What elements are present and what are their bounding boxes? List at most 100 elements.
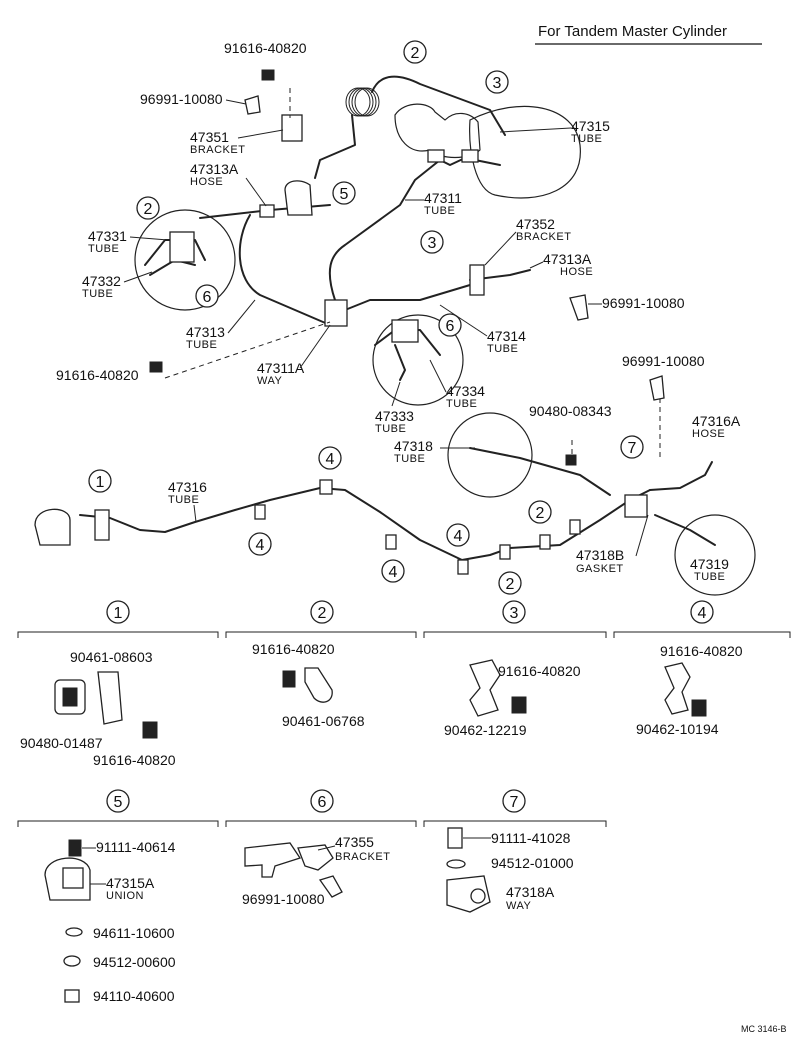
detail-7: 91111-41028 94512-01000 47318A WAY xyxy=(446,827,574,913)
svg-text:TUBE: TUBE xyxy=(82,288,113,300)
rear-right-wheel-detail xyxy=(674,514,756,596)
svg-text:7: 7 xyxy=(628,440,637,457)
bolt-90480-lower xyxy=(565,454,577,466)
clamp-2-lower-c xyxy=(569,519,581,535)
diagram-title: For Tandem Master Cylinder xyxy=(538,23,727,40)
svg-text:91616-40820: 91616-40820 xyxy=(660,643,743,659)
tube-47334-path xyxy=(394,344,406,381)
svg-text:4: 4 xyxy=(698,605,707,622)
svg-text:96991-10080: 96991-10080 xyxy=(140,91,223,107)
svg-text:TUBE: TUBE xyxy=(571,133,602,145)
brake-booster-outline xyxy=(469,105,581,199)
clamp-4-a xyxy=(319,479,333,495)
bolt-91616-left xyxy=(149,361,163,373)
svg-text:47318: 47318 xyxy=(394,438,433,454)
svg-text:47313: 47313 xyxy=(186,324,225,340)
clamp-90462-12219 xyxy=(469,659,501,717)
middle-wheel-detail xyxy=(372,314,464,406)
svg-text:47316A: 47316A xyxy=(692,413,741,429)
left-wheel-bracket xyxy=(169,231,195,263)
tube-47316-path xyxy=(79,487,651,561)
svg-text:4: 4 xyxy=(326,451,335,468)
svg-text:BRACKET: BRACKET xyxy=(516,231,571,243)
svg-text:BRACKET: BRACKET xyxy=(190,144,245,156)
svg-text:2: 2 xyxy=(144,201,153,218)
clamp-4-c xyxy=(385,534,397,550)
svg-text:90480-01487: 90480-01487 xyxy=(20,735,103,751)
svg-text:4: 4 xyxy=(389,564,398,581)
svg-text:7: 7 xyxy=(510,794,519,811)
svg-text:47318B: 47318B xyxy=(576,547,624,563)
tube-coil xyxy=(345,87,380,117)
master-fitting-b xyxy=(461,149,479,163)
svg-text:HOSE: HOSE xyxy=(692,428,725,440)
svg-text:TUBE: TUBE xyxy=(487,343,518,355)
clamp-90461-06768 xyxy=(304,667,333,703)
svg-text:94512-01000: 94512-01000 xyxy=(491,855,574,871)
upper-labels: 91616-40820 96991-10080 47351 BRACKET 47… xyxy=(56,40,741,583)
svg-text:47351: 47351 xyxy=(190,129,229,145)
svg-text:HOSE: HOSE xyxy=(190,176,223,188)
svg-text:90462-12219: 90462-12219 xyxy=(444,722,527,738)
bracket-47352 xyxy=(469,264,485,296)
left-wheel-detail xyxy=(134,209,236,311)
svg-text:91616-40820: 91616-40820 xyxy=(498,663,581,679)
washer-94512-01000 xyxy=(446,859,466,869)
lower-assembly xyxy=(34,412,756,596)
bolt-91616-detail-4 xyxy=(691,699,707,717)
svg-text:47334: 47334 xyxy=(446,383,485,399)
tube-47315-end xyxy=(439,157,501,166)
svg-text:47331: 47331 xyxy=(88,228,127,244)
svg-text:TUBE: TUBE xyxy=(186,339,217,351)
way-47311A xyxy=(324,299,348,327)
svg-text:94110-40600: 94110-40600 xyxy=(93,988,175,1004)
washer-94611-10600 xyxy=(65,927,83,937)
clamp-1-lower xyxy=(94,509,110,541)
svg-text:3: 3 xyxy=(493,75,502,92)
detail-3: 91616-40820 90462-12219 xyxy=(444,659,581,738)
svg-text:91616-40820: 91616-40820 xyxy=(224,40,307,56)
section-header-row-2: 5 6 7 xyxy=(17,789,607,827)
svg-text:WAY: WAY xyxy=(257,375,282,387)
clip-96991-top xyxy=(244,95,261,115)
svg-text:47315: 47315 xyxy=(571,118,610,134)
svg-text:96991-10080: 96991-10080 xyxy=(602,295,685,311)
svg-text:91616-40820: 91616-40820 xyxy=(252,641,335,657)
clamp-2-lower-a xyxy=(499,544,511,560)
bolt-91111-40614 xyxy=(68,839,82,857)
detail-2: 91616-40820 90461-06768 xyxy=(252,641,365,729)
svg-text:96991-10080: 96991-10080 xyxy=(242,891,325,907)
bolt-91616-detail-2 xyxy=(282,670,296,688)
upper-assembly xyxy=(134,69,665,460)
svg-text:UNION: UNION xyxy=(106,890,144,902)
svg-text:5: 5 xyxy=(340,186,349,203)
svg-text:GASKET: GASKET xyxy=(576,563,624,575)
svg-text:2: 2 xyxy=(536,505,545,522)
svg-text:94512-00600: 94512-00600 xyxy=(93,954,176,970)
detail-1: 90461-08603 90480-01487 91616-40820 xyxy=(20,649,176,768)
svg-text:TUBE: TUBE xyxy=(375,423,406,435)
svg-text:96991-10080: 96991-10080 xyxy=(622,353,705,369)
svg-text:TUBE: TUBE xyxy=(394,453,425,465)
dash-leader-way xyxy=(164,321,331,379)
svg-text:TUBE: TUBE xyxy=(424,205,455,217)
svg-text:47318A: 47318A xyxy=(506,884,555,900)
tube-47313-path xyxy=(238,214,331,326)
master-fitting-a xyxy=(427,149,445,163)
section-header-row-1: 1 2 3 4 xyxy=(17,600,791,638)
way-47318A-lower xyxy=(624,494,648,518)
svg-text:47316: 47316 xyxy=(168,479,207,495)
svg-text:3: 3 xyxy=(510,605,519,622)
svg-text:6: 6 xyxy=(318,794,327,811)
bolt-91111-41028 xyxy=(447,827,463,849)
svg-text:90480-08343: 90480-08343 xyxy=(529,403,612,419)
union-left-end xyxy=(34,508,71,546)
rear-left-wheel-detail xyxy=(447,412,533,498)
svg-text:6: 6 xyxy=(203,289,212,306)
svg-text:47352: 47352 xyxy=(516,216,555,232)
svg-text:TUBE: TUBE xyxy=(694,571,725,583)
svg-text:TUBE: TUBE xyxy=(446,398,477,410)
clip-96991-10080-detail xyxy=(318,875,343,898)
bracket-47351 xyxy=(281,114,303,142)
